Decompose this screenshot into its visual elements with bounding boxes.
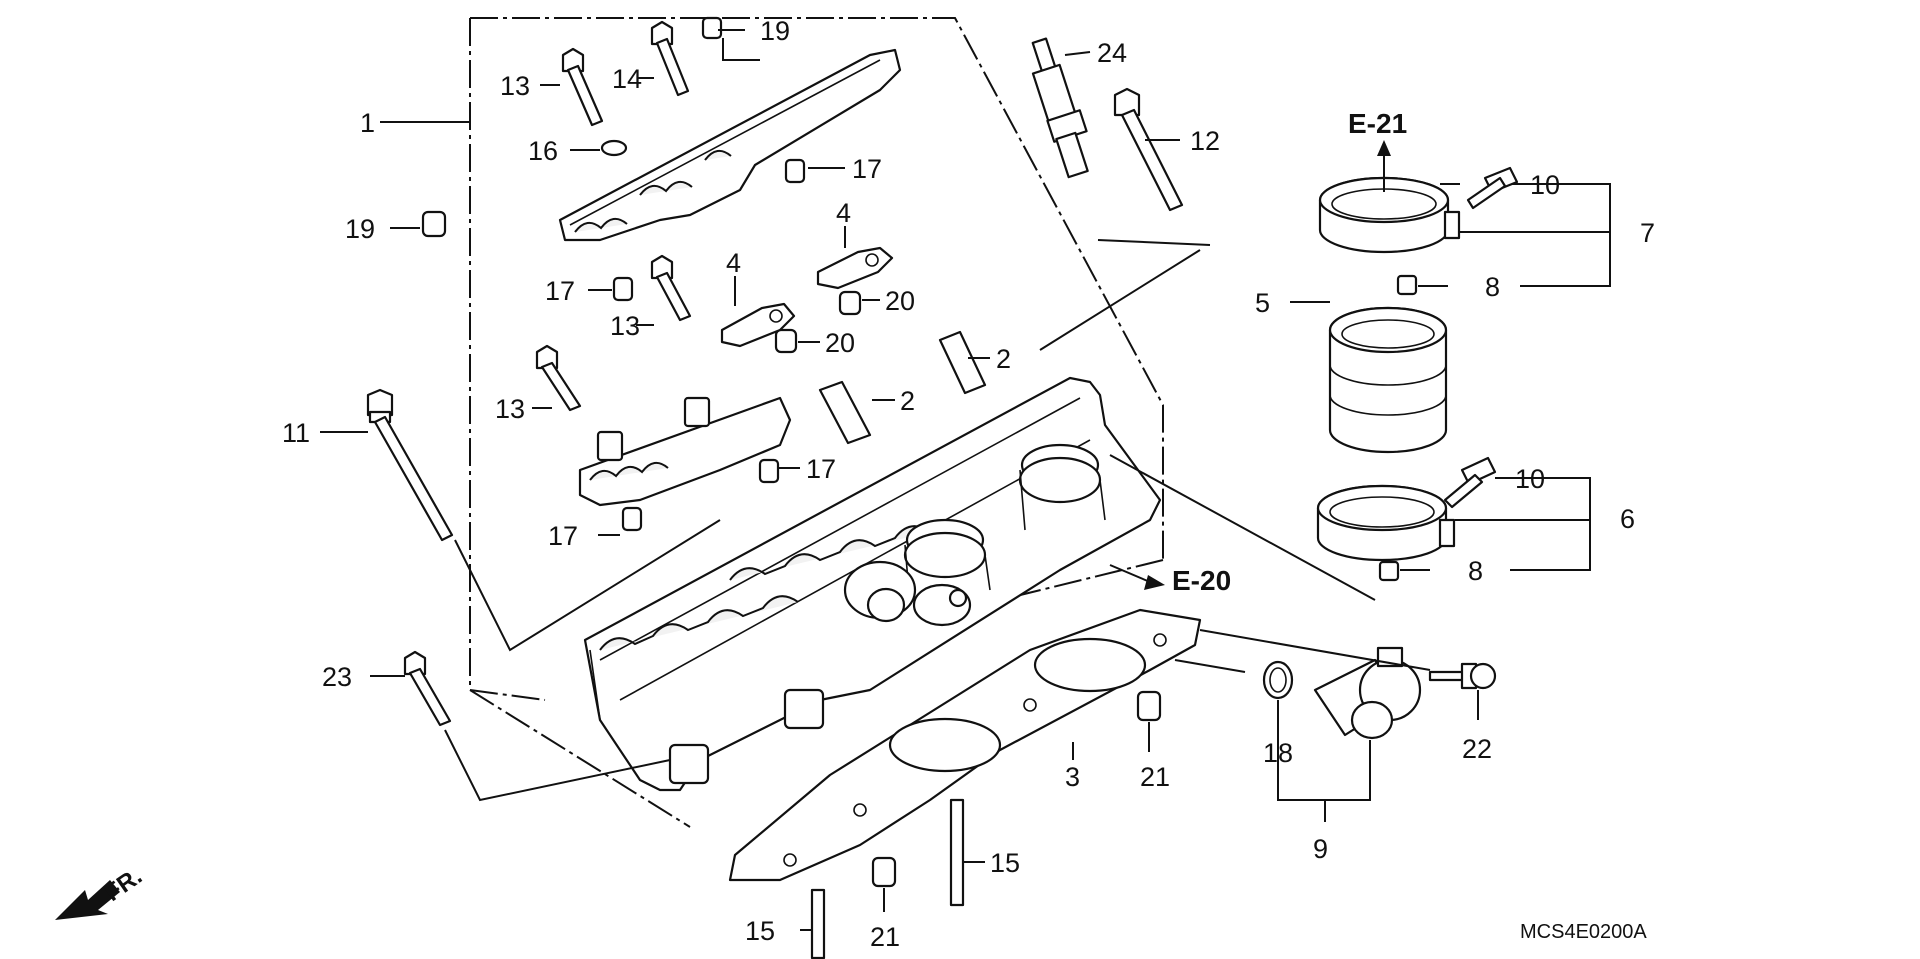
label-21b: 21 — [870, 922, 900, 952]
bolt-22 — [1428, 662, 1497, 690]
dowel-21-b — [871, 856, 897, 888]
label-15b: 15 — [745, 916, 775, 946]
label-17b: 17 — [545, 276, 575, 306]
dowel-17-c — [758, 458, 780, 484]
label-20a: 20 — [885, 286, 915, 316]
label-22: 22 — [1462, 734, 1492, 764]
cylinder-head — [583, 376, 1162, 792]
stud-15-b — [810, 888, 826, 959]
dowel-17-a — [784, 158, 806, 184]
ref-e20: E-20 — [1172, 565, 1231, 596]
dowel-2-a — [938, 330, 987, 395]
clamp-band-7 — [1318, 176, 1461, 254]
leader-lines — [320, 29, 1611, 931]
diagram-code: MCS4E0200A — [1520, 921, 1647, 943]
dowel-2-b — [818, 380, 872, 445]
label-13c: 13 — [495, 394, 525, 424]
ref-e21: E-21 — [1348, 108, 1407, 139]
label-17d: 17 — [548, 521, 578, 551]
stud-15-a — [949, 798, 965, 907]
label-13a: 13 — [500, 71, 530, 101]
label-11: 11 — [282, 418, 310, 448]
label-13b: 13 — [610, 311, 640, 341]
label-20b: 20 — [825, 328, 855, 358]
label-17a: 17 — [852, 154, 882, 184]
spark-plug — [1031, 37, 1089, 179]
dowel-20-b — [774, 328, 798, 354]
dowel-17-d — [621, 506, 643, 532]
label-4b: 4 — [726, 248, 741, 278]
label-10b: 10 — [1515, 464, 1545, 494]
label-14: 14 — [612, 64, 642, 94]
dowel-19-top — [701, 16, 723, 40]
dowel-19-left — [421, 210, 447, 238]
clamp-band-6 — [1316, 484, 1456, 562]
label-23: 23 — [322, 662, 352, 692]
bolt-14 — [650, 20, 690, 97]
head-gasket — [728, 608, 1202, 882]
label-2b: 2 — [900, 386, 915, 416]
label-2a: 2 — [996, 344, 1011, 374]
label-1: 1 — [360, 108, 375, 138]
gasket-4-b — [720, 302, 796, 348]
label-24: 24 — [1097, 38, 1127, 68]
label-4a: 4 — [836, 198, 851, 228]
label-8b: 8 — [1468, 556, 1483, 586]
label-8a: 8 — [1485, 272, 1500, 302]
bolt-13-mid — [650, 254, 692, 322]
label-21a: 21 — [1140, 762, 1170, 792]
bolt-23 — [403, 650, 452, 727]
label-15a: 15 — [990, 848, 1020, 878]
label-3: 3 — [1065, 762, 1080, 792]
label-12: 12 — [1190, 126, 1220, 156]
front-direction-arrow: FR. — [55, 863, 147, 920]
label-18: 18 — [1263, 738, 1293, 768]
bolt-10-upper — [1466, 166, 1519, 210]
bolt-12 — [1113, 87, 1184, 212]
dowel-21-a — [1136, 690, 1162, 722]
nut-8-lower — [1378, 560, 1400, 582]
assembly-boundary — [469, 17, 1164, 828]
label-6: 6 — [1620, 504, 1635, 534]
gasket-4-a — [816, 246, 894, 290]
insulator-5 — [1328, 306, 1448, 454]
label-9: 9 — [1313, 834, 1328, 864]
label-5: 5 — [1255, 288, 1270, 318]
bolt-13-low — [535, 344, 582, 412]
nut-8-upper — [1396, 274, 1418, 296]
sensor-9 — [1313, 646, 1422, 740]
cam-holder-lower — [578, 396, 792, 507]
label-7: 7 — [1640, 218, 1655, 248]
label-10a: 10 — [1530, 170, 1560, 200]
dowel-17-b — [612, 276, 634, 302]
label-16: 16 — [528, 136, 558, 166]
bolt-10-lower — [1443, 456, 1497, 509]
bolt-13-top — [561, 47, 604, 127]
label-19b: 19 — [345, 214, 375, 244]
cam-holder-upper — [558, 48, 902, 242]
washer-16 — [600, 139, 628, 157]
label-19a: 19 — [760, 16, 790, 46]
label-17c: 17 — [806, 454, 836, 484]
bolt-11 — [366, 388, 454, 542]
dowel-20-a — [838, 290, 862, 316]
o-ring-18 — [1262, 660, 1294, 700]
